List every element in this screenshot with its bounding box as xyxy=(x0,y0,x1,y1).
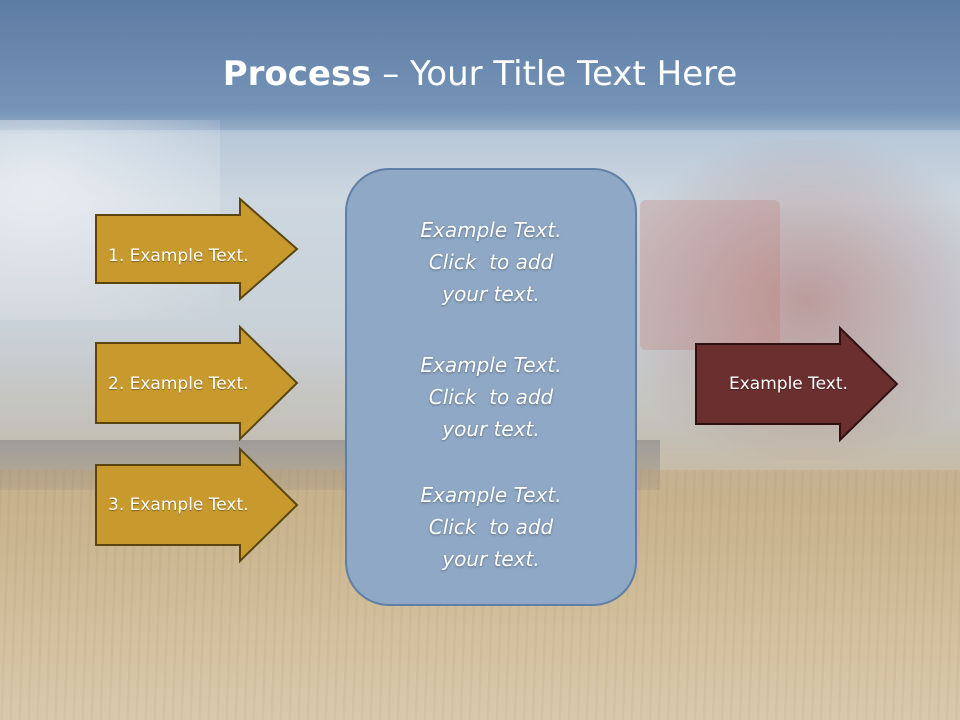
title-bold-part: Process xyxy=(222,54,372,94)
panel-text-line: your text. xyxy=(442,547,540,571)
result-arrow[interactable] xyxy=(694,325,900,444)
panel-text-line: Example Text. xyxy=(420,353,562,377)
panel-text-line: Example Text. xyxy=(420,218,562,242)
slide-title[interactable]: Process – Your Title Text Here xyxy=(0,52,960,96)
step-arrow-2-label: 2. Example Text. xyxy=(108,374,249,394)
title-rest-part: – Your Title Text Here xyxy=(371,54,738,94)
panel-text-line: Click to add xyxy=(428,515,554,539)
panel-text-block-1[interactable]: Example Text. Click to add your text. xyxy=(347,214,635,310)
panel-text-block-2[interactable]: Example Text. Click to add your text. xyxy=(347,349,635,445)
center-text-panel[interactable]: Example Text. Click to add your text. Ex… xyxy=(345,168,637,606)
panel-text-block-3[interactable]: Example Text. Click to add your text. xyxy=(347,479,635,575)
step-arrow-3[interactable] xyxy=(94,446,300,565)
step-arrow-2[interactable] xyxy=(94,324,300,442)
panel-text-line: your text. xyxy=(442,282,540,306)
step-arrow-3-label: 3. Example Text. xyxy=(108,495,249,515)
panel-text-line: Example Text. xyxy=(420,483,562,507)
panel-text-line: Click to add xyxy=(428,385,554,409)
step-arrow-1[interactable] xyxy=(94,196,300,302)
background-harvester-cab xyxy=(640,200,780,350)
panel-text-line: Click to add xyxy=(428,250,554,274)
title-band xyxy=(0,0,960,130)
result-arrow-label: Example Text. xyxy=(729,374,848,394)
step-arrow-1-label: 1. Example Text. xyxy=(108,246,249,266)
panel-text-line: your text. xyxy=(442,417,540,441)
